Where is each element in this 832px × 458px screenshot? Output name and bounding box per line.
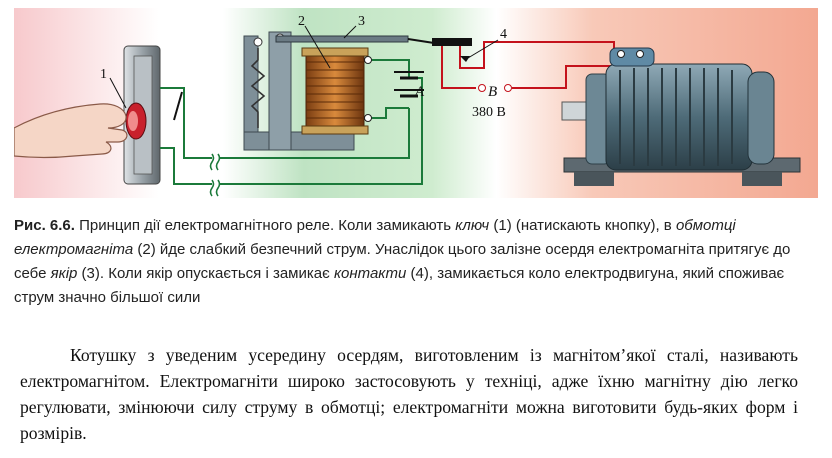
label-a: A (414, 84, 425, 100)
contact-bar (432, 38, 472, 46)
figure-caption: Рис. 6.6. Принцип дії електромагнітного … (14, 214, 814, 310)
label-4: 4 (500, 27, 507, 42)
label-3: 3 (358, 14, 365, 29)
label-b: B (488, 84, 497, 100)
battery-a (394, 71, 424, 98)
caption-text-4: (3). Коли якір опускається і замикає (77, 265, 334, 282)
label-2: 2 (298, 14, 305, 29)
caption-text-1: Принцип дії електромагнітного реле. Коли… (74, 217, 456, 234)
electromagnet-coil (301, 47, 369, 135)
label-1: 1 (100, 67, 107, 82)
armature (275, 35, 409, 43)
body-paragraph: Котушку з уведеним усередину осердям, ви… (20, 342, 798, 446)
electric-motor (561, 47, 801, 186)
caption-term-armature: якір (50, 265, 78, 282)
coil-terminal-bottom (364, 114, 372, 122)
relay-diagram: 1 2 3 4 A B 380 В (14, 8, 818, 198)
leader-lines (109, 25, 499, 109)
relay-figure: 1 2 3 4 A B 380 В (14, 8, 818, 198)
motor-circuit (441, 41, 615, 89)
caption-term-contacts: контакти (333, 265, 407, 282)
coil-terminal-top (364, 56, 372, 64)
terminal-b-right (504, 84, 512, 92)
caption-text-2: (1) (натискають кнопку), в (489, 217, 676, 234)
label-voltage: 380 В (472, 105, 506, 120)
caption-text-5: (4), замикається коло електродвигуна, як… (14, 265, 785, 306)
key-wires (160, 87, 423, 185)
wire-breaks (209, 153, 221, 197)
caption-text-3: (2) йде слабкий безпечний струм. Унаслід… (14, 241, 791, 282)
key-contact-lever (173, 91, 183, 121)
caption-term-key: ключ (455, 217, 490, 234)
body-paragraph-text: Котушку з уведеним усередину осердям, ви… (20, 345, 798, 443)
return-spring (250, 48, 266, 128)
hand-illustration (14, 103, 128, 159)
terminal-b-left (478, 84, 486, 92)
push-button-key (123, 45, 161, 185)
caption-term-coil: обмотці електромагніта (14, 217, 736, 258)
caption-figure-ref: Рис. 6.6. (14, 217, 75, 234)
contact-arrow (460, 56, 470, 62)
armature-rod (407, 38, 435, 44)
